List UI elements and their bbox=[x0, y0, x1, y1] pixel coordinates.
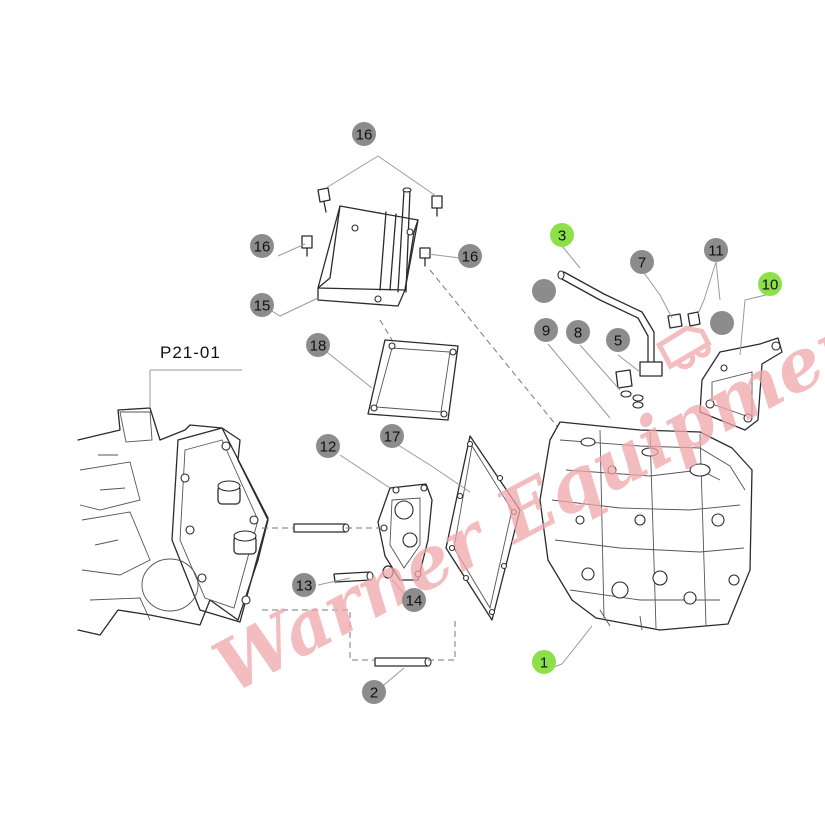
callout-7: 7 bbox=[630, 250, 654, 274]
bolt-part-16 bbox=[301, 187, 443, 267]
callout-bubble bbox=[566, 320, 590, 344]
callout-16: 16 bbox=[352, 122, 376, 146]
main-housing-part-1 bbox=[539, 421, 753, 631]
callout-bubble bbox=[550, 223, 574, 247]
callout-18: 18 bbox=[306, 333, 330, 357]
callout-number: 3 bbox=[558, 228, 566, 245]
callout-number: 2 bbox=[370, 685, 378, 702]
callout-bubble bbox=[532, 650, 556, 674]
callout-10-highlighted: 10 bbox=[758, 272, 782, 296]
callout-bubble bbox=[316, 434, 340, 458]
bracket-part-10 bbox=[699, 337, 783, 431]
callout-number: 11 bbox=[708, 243, 724, 260]
callout-number: 16 bbox=[254, 239, 271, 256]
callout-9: 9 bbox=[534, 318, 558, 342]
fitting-parts-5-8-9 bbox=[615, 369, 644, 409]
callout-bubble bbox=[352, 122, 376, 146]
callout-12: 12 bbox=[316, 434, 340, 458]
callout-bubble bbox=[710, 311, 734, 335]
left-housing-part bbox=[77, 407, 269, 636]
callout-14: 14 bbox=[402, 588, 426, 612]
bracket-part-15 bbox=[317, 187, 419, 307]
callout-number: 10 bbox=[762, 277, 779, 294]
callout-11: 11 bbox=[704, 238, 728, 262]
callout-bubble bbox=[250, 293, 274, 317]
callout-number: 14 bbox=[406, 593, 423, 610]
callout-bubble bbox=[606, 328, 630, 352]
tractor-logo-icon bbox=[656, 325, 712, 370]
callout-bubble bbox=[630, 250, 654, 274]
callout-16: 16 bbox=[250, 234, 274, 258]
callout-3-highlighted: 3 bbox=[550, 223, 574, 247]
callout-number: 8 bbox=[574, 325, 582, 342]
callout-blank bbox=[532, 279, 556, 303]
callout-number: 13 bbox=[296, 578, 313, 595]
callout-number: 15 bbox=[254, 298, 271, 315]
callout-15: 15 bbox=[250, 293, 274, 317]
callout-number: 5 bbox=[614, 333, 622, 350]
callout-1-highlighted: 1 bbox=[532, 650, 556, 674]
callout-5: 5 bbox=[606, 328, 630, 352]
fitting-parts-7-11 bbox=[667, 311, 701, 329]
callout-number: 7 bbox=[638, 255, 646, 272]
pipe-part-3 bbox=[557, 270, 663, 377]
callout-17: 17 bbox=[380, 424, 404, 448]
gasket-part-17 bbox=[445, 435, 521, 621]
gasket-part-18 bbox=[367, 339, 459, 421]
callout-bubble bbox=[292, 573, 316, 597]
cover-part-12 bbox=[377, 483, 433, 581]
pin-part-top bbox=[293, 523, 350, 533]
callout-bubble bbox=[758, 272, 782, 296]
callout-bubble bbox=[250, 234, 274, 258]
callout-number: 9 bbox=[542, 323, 550, 340]
callout-13: 13 bbox=[292, 573, 316, 597]
callout-bubble bbox=[306, 333, 330, 357]
callout-number: 18 bbox=[310, 338, 327, 355]
callout-bubble bbox=[704, 238, 728, 262]
callout-number: 1 bbox=[540, 655, 548, 672]
pin-part-2 bbox=[374, 657, 432, 667]
callout-number: 16 bbox=[356, 127, 373, 144]
callout-number: 17 bbox=[384, 429, 401, 446]
callout-bubble bbox=[362, 680, 386, 704]
callout-blank bbox=[710, 311, 734, 335]
callout-16: 16 bbox=[458, 244, 482, 268]
callout-number: 12 bbox=[320, 439, 337, 456]
callout-bubble bbox=[458, 244, 482, 268]
plug-part-14 bbox=[382, 565, 394, 579]
callout-bubble bbox=[534, 318, 558, 342]
callout-bubble bbox=[532, 279, 556, 303]
callout-number: 16 bbox=[462, 249, 479, 266]
reference-label: P21-01 bbox=[160, 343, 221, 362]
callout-8: 8 bbox=[566, 320, 590, 344]
callout-bubble bbox=[402, 588, 426, 612]
callout-2: 2 bbox=[362, 680, 386, 704]
callout-bubble bbox=[380, 424, 404, 448]
